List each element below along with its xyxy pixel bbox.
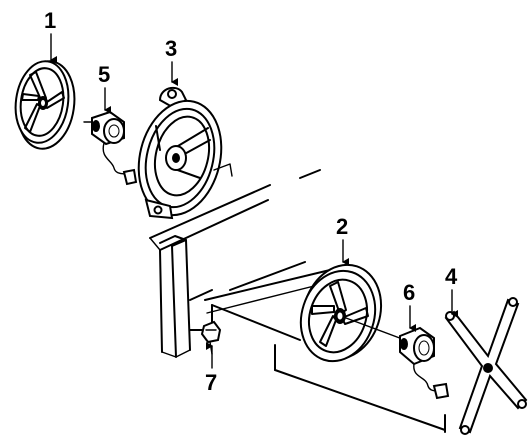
leader-lines <box>50 33 458 369</box>
fan-blade-upper <box>14 60 76 150</box>
callout-3: 3 <box>165 36 177 61</box>
callout-6: 6 <box>403 280 415 305</box>
fan-blade-lower <box>299 263 406 363</box>
fan-shroud-upper <box>137 86 233 220</box>
callout-2: 2 <box>336 214 348 239</box>
fan-motor-lower <box>399 326 450 400</box>
callout-7: 7 <box>205 370 217 395</box>
fan-bracket-x <box>444 297 528 435</box>
retaining-clip <box>200 320 222 355</box>
fan-motor-upper <box>83 110 138 186</box>
callout-5: 5 <box>98 62 110 87</box>
callout-4: 4 <box>445 264 458 289</box>
radiator-frame <box>149 169 446 433</box>
callout-1: 1 <box>44 8 56 33</box>
